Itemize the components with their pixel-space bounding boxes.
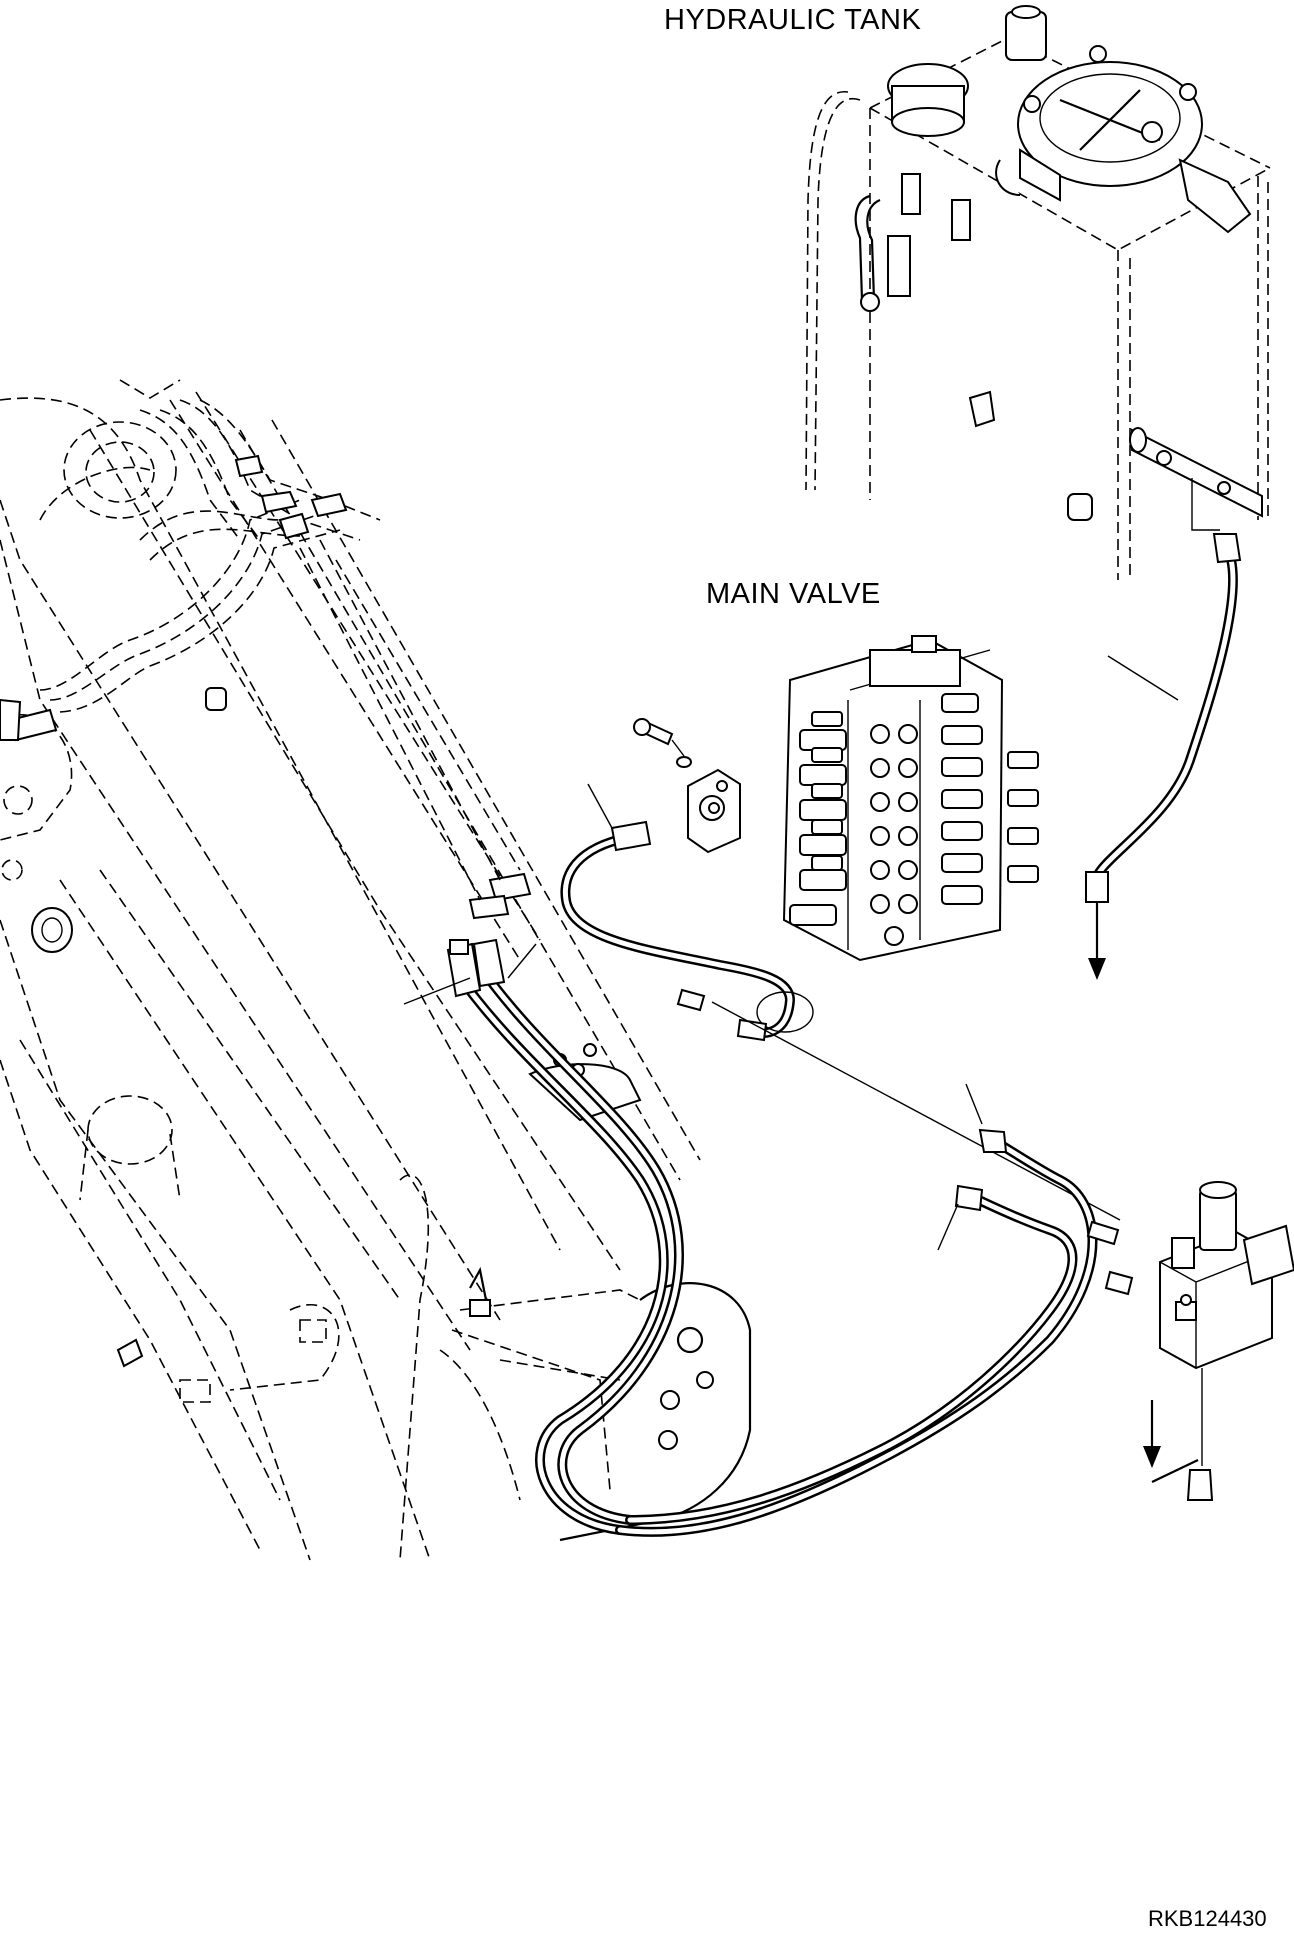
tank-drain-hose	[1085, 533, 1242, 980]
valve-port-flange	[633, 718, 741, 854]
boom-piping	[39, 399, 532, 920]
valve-pilot-hose	[560, 783, 814, 1042]
hydraulic-tank-label: HYDRAULIC TANK	[664, 4, 922, 36]
drawing-code: RKB124430	[1148, 1906, 1267, 1931]
main-valve	[782, 635, 1039, 962]
solenoid-valve-block	[1086, 1181, 1294, 1501]
solenoid-hoses	[615, 1083, 1098, 1537]
boom-hoses	[403, 938, 684, 1535]
boom-structure	[0, 379, 701, 1561]
hydraulic-tank	[805, 5, 1271, 580]
pilot-line	[711, 1001, 1121, 1221]
main-valve-label: MAIN VALVE	[706, 578, 881, 610]
